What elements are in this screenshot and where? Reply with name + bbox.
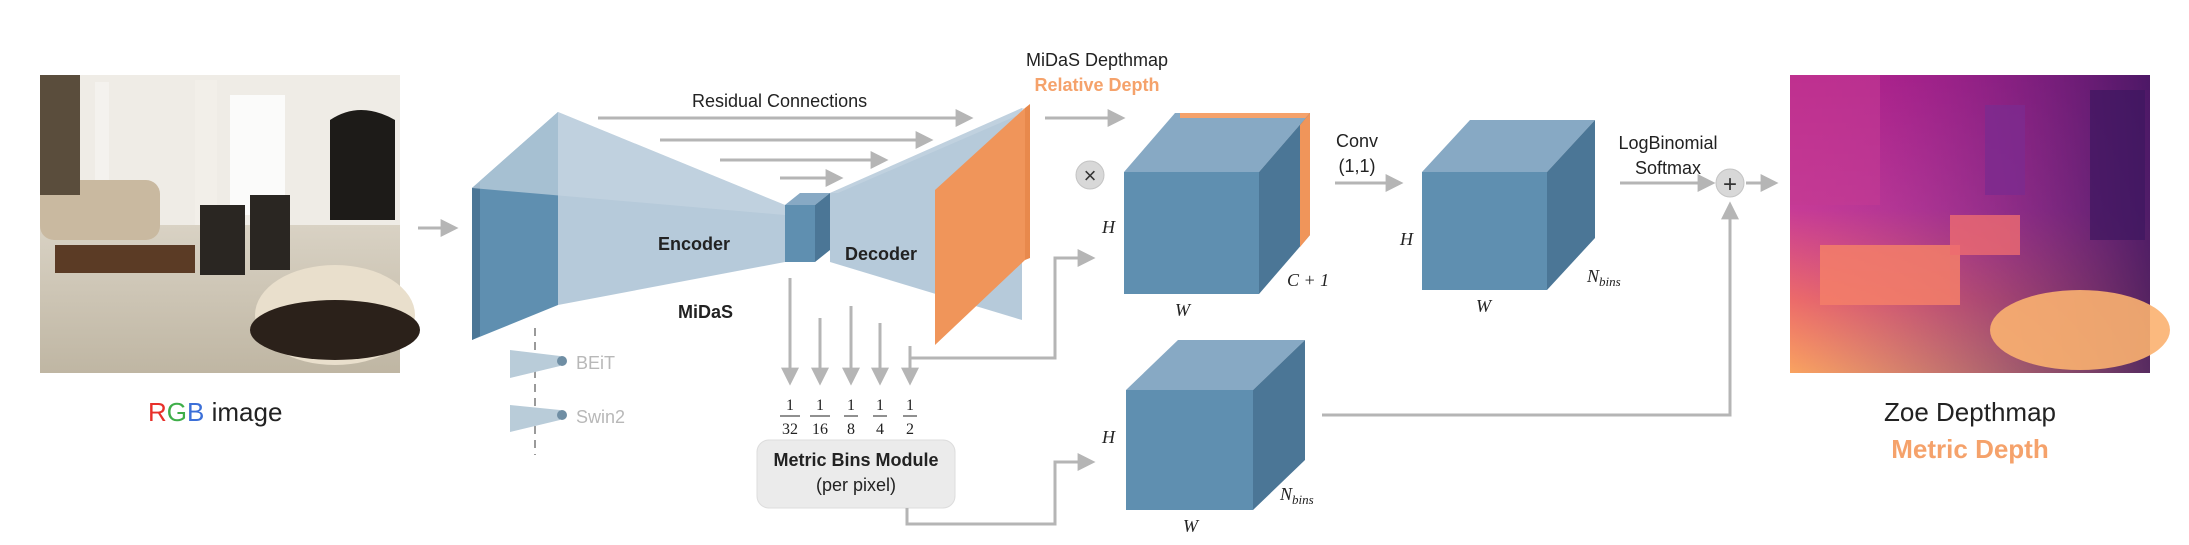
rgb-input-image bbox=[40, 75, 420, 373]
zoe-depthmap-subtitle: Metric Depth bbox=[1891, 434, 2048, 464]
cube1-channels-label: C + 1 bbox=[1287, 270, 1329, 290]
fraction-denominator: 8 bbox=[847, 421, 855, 438]
cube3-bins-label: Nbins bbox=[1279, 484, 1314, 507]
midas-network bbox=[472, 104, 1030, 345]
beit-node bbox=[557, 356, 567, 366]
metric-bins-subtitle: (per pixel) bbox=[816, 475, 896, 495]
midas-depthmap-title: MiDaS Depthmap bbox=[1026, 50, 1168, 70]
fraction-denominator: 32 bbox=[782, 421, 798, 438]
zoe-depthmap-image bbox=[1790, 75, 2170, 373]
fraction-denominator: 16 bbox=[812, 421, 828, 438]
bin-logits-cube bbox=[1422, 120, 1595, 290]
svg-text:×: × bbox=[1084, 163, 1097, 188]
backbone-beit-label: BEiT bbox=[576, 353, 615, 373]
swin2-node bbox=[557, 410, 567, 420]
conv-kernel-label: (1,1) bbox=[1338, 156, 1375, 176]
midas-depthmap-subtitle: Relative Depth bbox=[1034, 75, 1159, 95]
fraction-numerator: 1 bbox=[816, 397, 824, 414]
zoe-depthmap-title: Zoe Depthmap bbox=[1884, 397, 2056, 427]
multiscale-arrows bbox=[781, 278, 919, 386]
bins-to-cube-arrow bbox=[905, 453, 1096, 526]
cube3-w-label: W bbox=[1183, 516, 1200, 536]
fraction-numerator: 1 bbox=[876, 397, 884, 414]
cube3-h-label: H bbox=[1101, 427, 1116, 447]
midas-label: MiDaS bbox=[678, 302, 733, 322]
sum-op: + bbox=[1715, 168, 1745, 198]
fraction-numerator: 1 bbox=[847, 397, 855, 414]
cube1-h-label: H bbox=[1101, 217, 1116, 237]
svg-text:+: + bbox=[1723, 171, 1737, 198]
backbone-options bbox=[510, 328, 567, 455]
scale-fractions: 1 32 1 16 1 8 1 4 1 2 bbox=[780, 397, 917, 438]
cube2-w-label: W bbox=[1476, 296, 1493, 316]
conv-label: Conv bbox=[1336, 131, 1378, 151]
residual-connections-label: Residual Connections bbox=[692, 91, 867, 111]
cube1-w-label: W bbox=[1175, 300, 1192, 320]
residual-connections bbox=[598, 109, 974, 187]
decoder-to-cube-arrow bbox=[910, 249, 1096, 360]
cube2-bins-label: Nbins bbox=[1586, 266, 1621, 289]
fraction-numerator: 1 bbox=[786, 397, 794, 414]
feature-cube bbox=[1124, 113, 1310, 294]
fraction-denominator: 4 bbox=[876, 421, 884, 438]
bins-to-sum-arrow bbox=[1322, 201, 1739, 417]
encoder-label: Encoder bbox=[658, 234, 730, 254]
metric-bins-module: Metric Bins Module (per pixel) bbox=[756, 439, 956, 509]
metric-bins-title: Metric Bins Module bbox=[773, 450, 938, 470]
decoder-label: Decoder bbox=[845, 244, 917, 264]
decoder-output-slab bbox=[935, 108, 1025, 345]
rgb-image-label: RGB image bbox=[148, 397, 282, 427]
multiply-op: × bbox=[1075, 160, 1105, 190]
bin-centers-cube bbox=[1126, 340, 1305, 510]
fraction-denominator: 2 bbox=[906, 421, 914, 438]
softmax-label-line2: Softmax bbox=[1635, 158, 1701, 178]
cube2-h-label: H bbox=[1399, 229, 1414, 249]
backbone-swin2-label: Swin2 bbox=[576, 407, 625, 427]
softmax-label-line1: LogBinomial bbox=[1618, 133, 1717, 153]
fraction-numerator: 1 bbox=[906, 397, 914, 414]
